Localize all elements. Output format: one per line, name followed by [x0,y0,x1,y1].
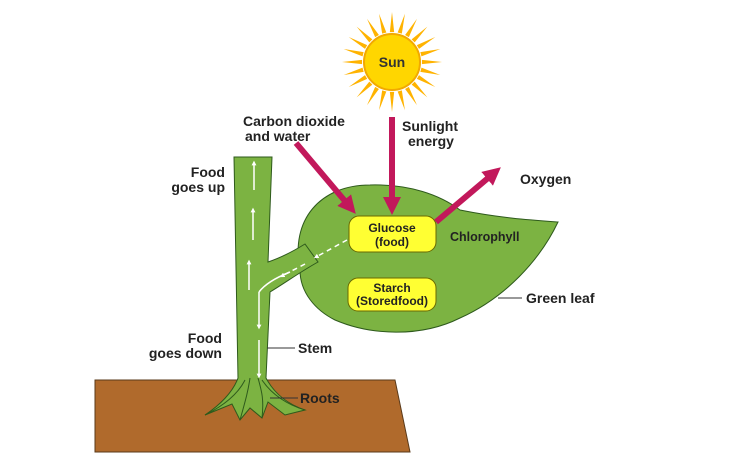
branch-flow-arrow [279,263,306,278]
stem-label: Stem [298,340,332,356]
sun-ray [348,75,368,87]
sunlight-label-line1: Sunlight [402,118,458,134]
sun-ray [379,90,387,111]
sun-ray [416,37,436,49]
sun-ray [397,13,405,34]
roots-label: Roots [300,390,340,406]
glucose-label-line1: Glucose [368,221,416,235]
sun-ray [379,13,387,34]
sun-ray [411,26,428,43]
oxygen-arrow [434,167,501,225]
carbon-dioxide-label-line2: and water [245,128,311,144]
sun-ray [416,75,436,87]
food-up-label-line2: goes up [171,179,225,195]
sun-ray [343,67,364,75]
starch-label-line2: (Storedfood) [356,294,428,308]
roots-lines [204,377,306,421]
sunlight-label-line2: energy [408,133,454,149]
soil-ground [94,379,411,453]
sun-ray [389,12,395,33]
sun-ray [343,49,364,57]
glucose-label-line2: (food) [375,235,409,249]
sun-ray [397,90,405,111]
food-up-label-line1: Food [191,164,225,180]
sun-ray [356,81,373,98]
sun-ray [356,26,373,43]
starch-label-line1: Starch [373,281,410,295]
oxygen-label: Oxygen [520,171,571,187]
sun-disc [363,33,421,91]
sun-ray [421,59,442,65]
starch-box [347,277,437,312]
sun-ray [405,86,417,106]
sun-label: Sun [379,54,405,70]
sun-ray [348,37,368,49]
green-leaf-label: Green leaf [526,290,595,306]
glucose-to-stem-arrow [313,239,348,259]
sun-ray [405,18,417,38]
carbon-dioxide-label-line1: Carbon dioxide [243,113,345,129]
glucose-box [348,215,437,253]
sun-ray [342,59,363,65]
sun-ray [389,91,395,112]
sun-ray [420,49,441,57]
carbon-dioxide-arrow [293,141,356,214]
chlorophyll-label: Chlorophyll [450,230,519,244]
sun-ray [367,18,379,38]
sun-ray [411,81,428,98]
food-down-label-line2: goes down [149,345,222,361]
sun-ray [367,86,379,106]
sun-icon: Sun [342,12,442,112]
food-down-label-line1: Food [188,330,222,346]
sun-ray [420,67,441,75]
